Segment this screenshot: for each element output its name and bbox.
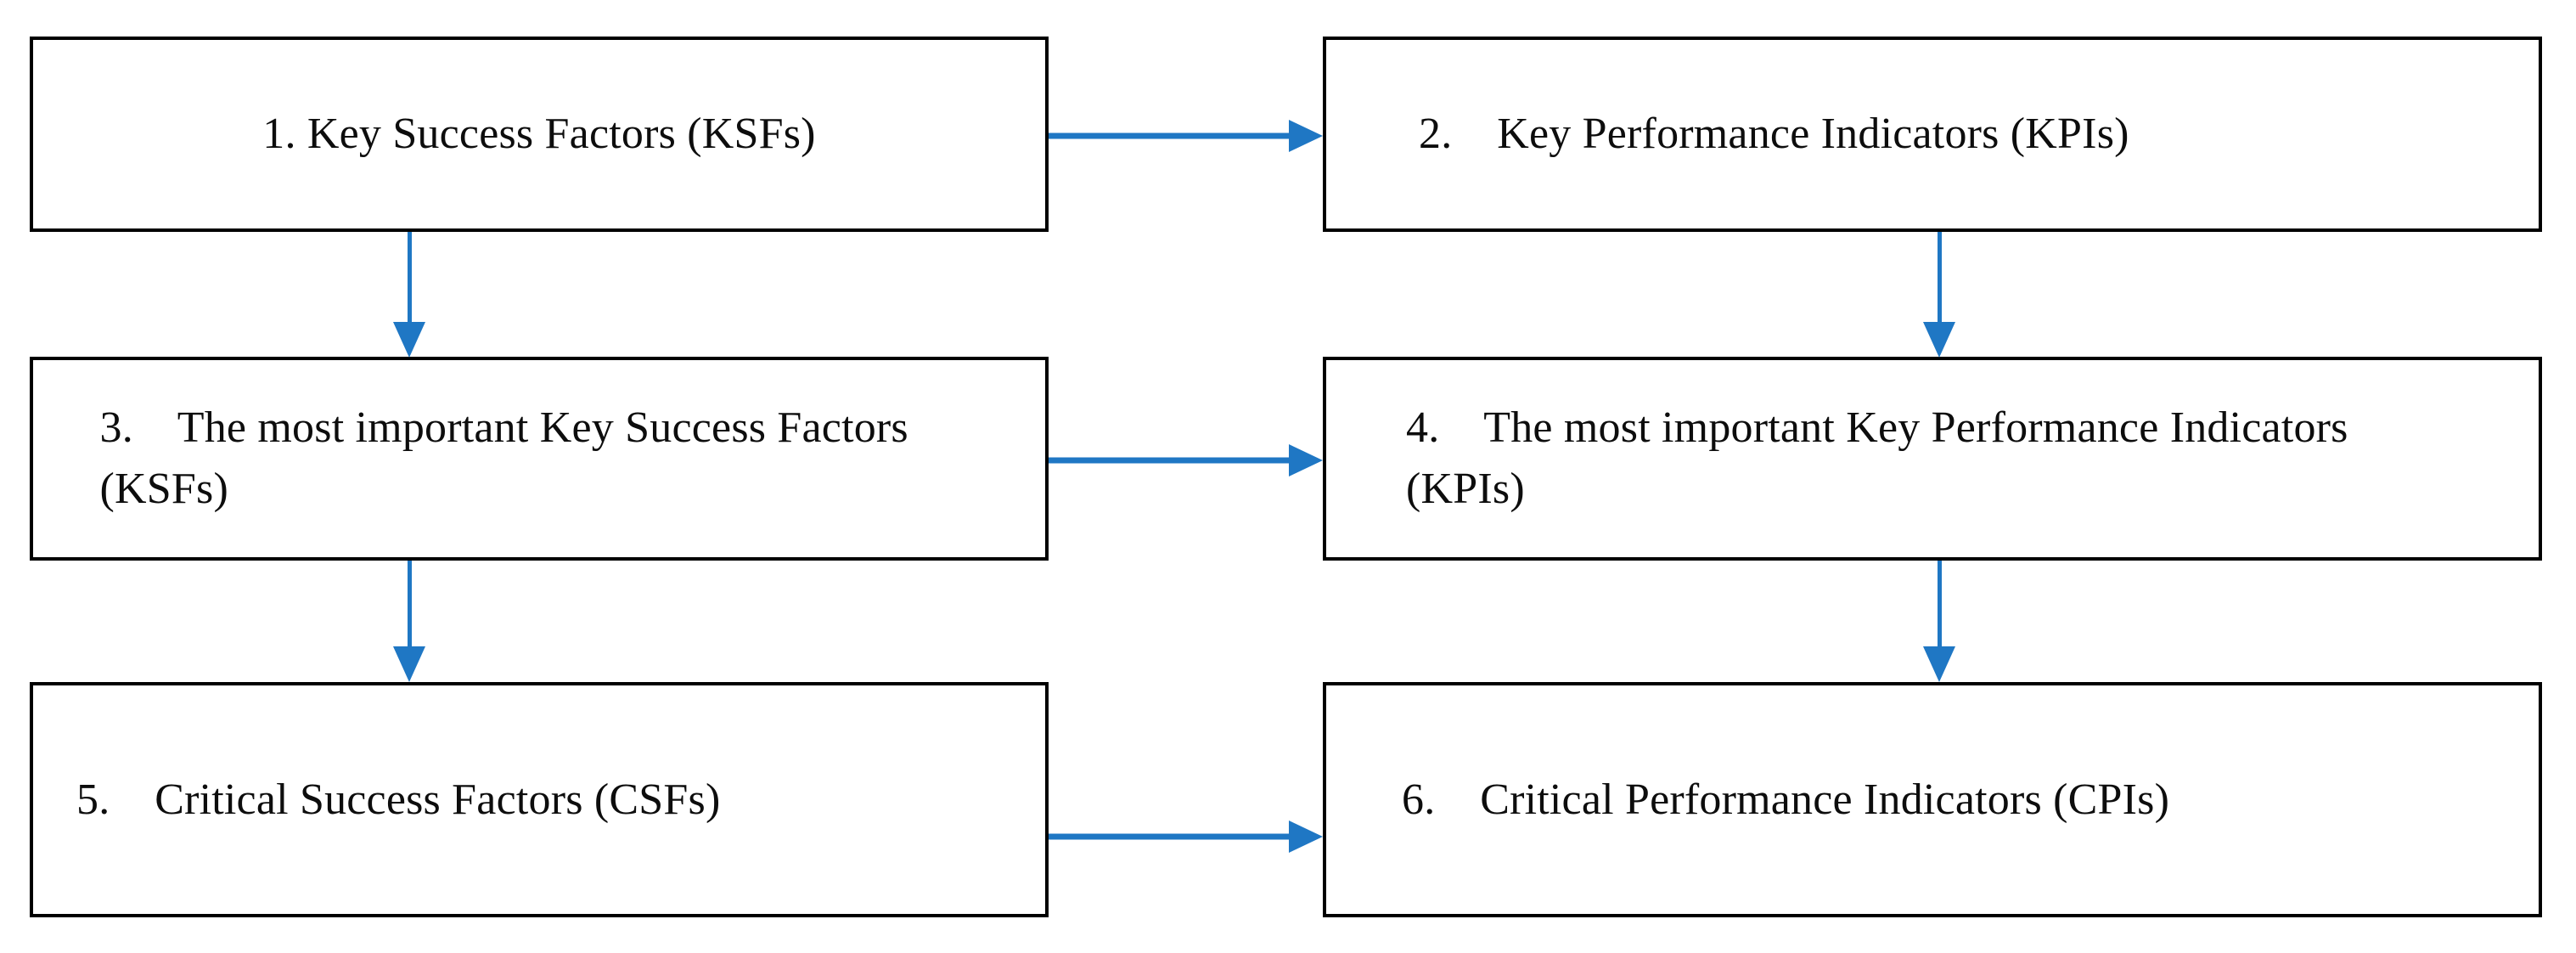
node-box-5-critical-success-factors[interactable]: 5. Critical Success Factors (CSFs) [30,682,1049,917]
node-label-4: 4. The most important Key Performance In… [1406,403,2359,513]
connector-arrow-3-to-4 [1049,435,1325,486]
connector-arrow-1-to-2 [1049,110,1325,161]
node-box-4-most-important-key-performance-indicators[interactable]: 4. The most important Key Performance In… [1323,357,2542,561]
node-label-5: 5. Critical Success Factors (CSFs) [76,775,721,824]
node-box-6-critical-performance-indicators[interactable]: 6. Critical Performance Indicators (CPIs… [1323,682,2542,917]
node-box-3-most-important-key-success-factors[interactable]: 3. The most important Key Success Factor… [30,357,1049,561]
connector-arrow-3-to-5 [391,561,428,684]
connector-arrow-4-to-6 [1921,561,1958,684]
node-label-2: 2. Key Performance Indicators (KPIs) [1419,110,2129,159]
node-box-1-key-success-factors[interactable]: 1. Key Success Factors (KSFs) [30,37,1049,232]
node-box-2-key-performance-indicators[interactable]: 2. Key Performance Indicators (KPIs) [1323,37,2542,232]
node-label-6: 6. Critical Performance Indicators (CPIs… [1402,775,2170,824]
node-label-1: 1. Key Success Factors (KSFs) [262,110,816,159]
connector-arrow-5-to-6 [1049,811,1325,862]
connector-arrow-1-to-3 [391,232,428,359]
node-label-3: 3. The most important Key Success Factor… [99,403,920,513]
connector-arrow-2-to-4 [1921,232,1958,359]
